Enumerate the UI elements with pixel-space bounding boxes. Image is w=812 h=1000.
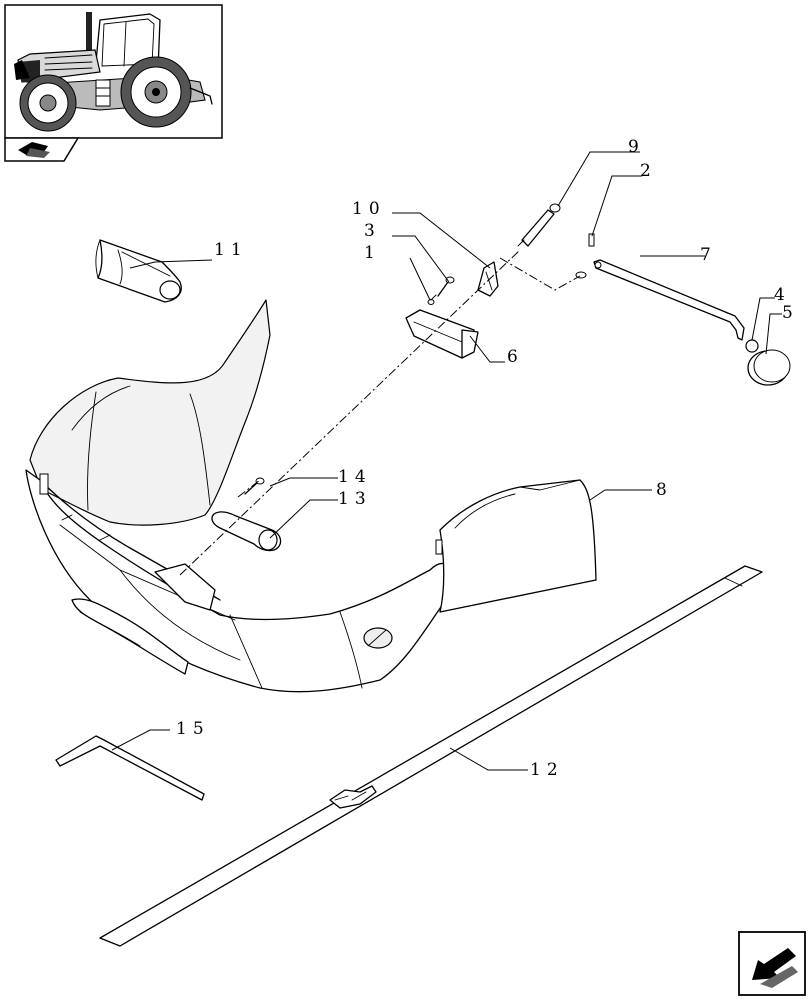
callout-2: 2: [640, 161, 657, 181]
part-1-screw: [427, 294, 437, 305]
part-6-bracket: [405, 309, 479, 359]
callout-13: 13: [338, 489, 372, 509]
part-5-knob: [747, 349, 791, 386]
callout-14: 14: [338, 467, 372, 487]
callout-8: 8: [656, 480, 673, 500]
assembly-lines: [179, 249, 581, 576]
part-12-strap: [99, 565, 763, 947]
section-indicator-icon[interactable]: [4, 137, 80, 162]
callout-10: 10: [352, 199, 386, 219]
callout-4: 4: [774, 285, 791, 305]
tractor-thumbnail-icon[interactable]: [4, 4, 223, 139]
fender-shell: [25, 299, 461, 693]
part-11-seal-profile: [95, 239, 182, 303]
callout-5: 5: [782, 303, 799, 323]
callout-9: 9: [628, 137, 645, 157]
part-8-side-panel: [435, 479, 597, 613]
callout-1: 1: [364, 243, 381, 263]
part-13-handle: [211, 511, 282, 552]
part-15-hex-key: [55, 735, 205, 801]
part-4-nut: [745, 339, 759, 353]
callout-3: 3: [364, 221, 381, 241]
callout-15: 15: [176, 719, 210, 739]
part-3-bolt: [437, 276, 455, 297]
part-2-pin: [588, 233, 595, 247]
callout-6: 6: [507, 347, 524, 367]
part-9-long-bolt: [517, 203, 561, 247]
callout-11: 11: [214, 240, 248, 260]
leader-lines: [111, 151, 782, 771]
callout-12: 12: [530, 760, 564, 780]
next-page-arrow-icon[interactable]: [738, 931, 806, 996]
part-10-latch: [477, 261, 499, 297]
callout-7: 7: [700, 245, 717, 265]
part-14-screw: [244, 477, 265, 495]
part-7-rod: [575, 259, 745, 341]
